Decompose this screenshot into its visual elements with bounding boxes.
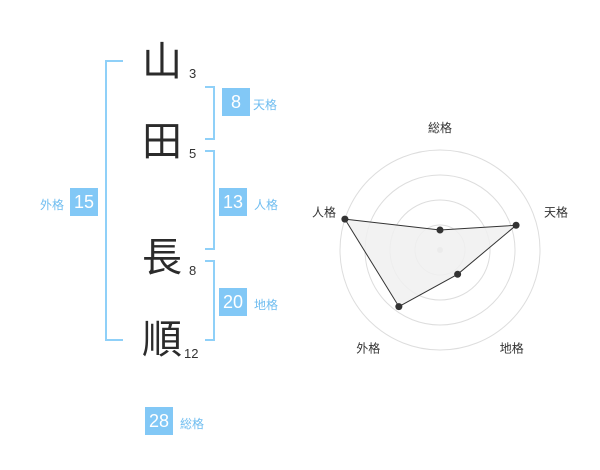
chikaku-value-badge: 20 [219, 288, 247, 316]
radar-axis-label-4: 人格 [312, 204, 336, 219]
radar-axis-label-2: 地格 [500, 341, 524, 356]
jinkaku-bracket [205, 150, 215, 250]
soukaku-value-badge: 28 [145, 407, 173, 435]
radar-axis-label-1: 天格 [544, 204, 568, 219]
name-char-2: 田 [142, 119, 182, 165]
stroke-count-2: 5 [189, 146, 197, 161]
radar-axis-label-3: 外格 [356, 341, 380, 356]
stroke-count-1: 3 [189, 66, 197, 81]
radar-point-2 [454, 270, 462, 278]
tenkaku-label: 天格 [253, 98, 278, 112]
gaikaku-label: 外格 [40, 198, 65, 212]
radar-point-0 [436, 226, 444, 234]
jinkaku-label: 人格 [254, 198, 279, 212]
tenkaku-value-badge: 8 [222, 88, 250, 116]
chikaku-bracket [205, 260, 215, 341]
radar-axis-label-0: 総格 [428, 120, 452, 135]
stroke-count-4: 12 [184, 346, 199, 361]
tenkaku-bracket [205, 86, 215, 140]
radar-point-3 [395, 303, 403, 311]
radar-polygon [343, 218, 518, 308]
radar-point-4 [341, 215, 349, 223]
soukaku-label: 総格 [180, 417, 205, 431]
name-char-4: 順 [142, 317, 182, 363]
radar-point-1 [512, 221, 520, 229]
gaikaku-bracket [105, 60, 123, 341]
name-char-3: 長 [142, 235, 182, 281]
jinkaku-value-badge: 13 [219, 188, 247, 216]
gaikaku-value-badge: 15 [70, 188, 98, 216]
name-char-1: 山 [142, 39, 182, 85]
stroke-count-3: 8 [189, 263, 197, 278]
chikaku-label: 地格 [254, 298, 279, 312]
